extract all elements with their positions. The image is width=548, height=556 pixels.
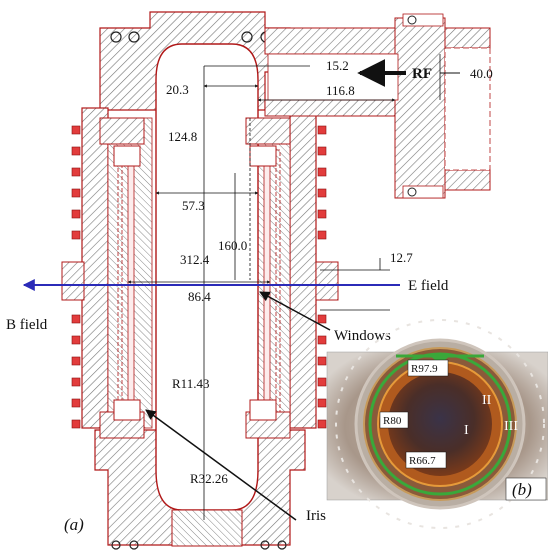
bolt	[317, 125, 327, 135]
windows-pointer	[259, 291, 331, 331]
bolt	[317, 230, 327, 240]
b-field-label: B field	[6, 317, 48, 333]
bolt-rows	[71, 125, 327, 429]
region-2-label: II	[482, 393, 492, 408]
photo-labels: R97.9 R80 R66.7 I II III (b)	[379, 359, 547, 501]
photo-r66-7: R66.7	[409, 455, 436, 467]
bolt	[317, 314, 327, 324]
dim-312-4: 312.4	[180, 252, 210, 267]
bolt	[71, 335, 81, 345]
region-1-label: I	[464, 423, 469, 438]
panel-a-label: (a)	[64, 515, 84, 534]
dim-116-8: 116.8	[326, 83, 355, 98]
bolt	[71, 125, 81, 135]
dim-12-7: 12.7	[390, 250, 413, 265]
rf-waveguide	[264, 13, 491, 199]
bolt	[71, 377, 81, 387]
bolt	[317, 335, 327, 345]
dim-124-8: 124.8	[168, 129, 197, 144]
bolt	[317, 398, 327, 408]
rf-label: RF	[412, 66, 432, 82]
dim-15-2: 15.2	[326, 58, 349, 73]
dim-57-3: 57.3	[182, 198, 205, 213]
bolt	[71, 356, 81, 366]
panel-b-label: (b)	[512, 480, 532, 499]
bolt	[317, 377, 327, 387]
bolt	[71, 419, 81, 429]
region-3-label: III	[504, 419, 518, 434]
dim-20-3: 20.3	[166, 82, 189, 97]
dim-40-0: 40.0	[470, 66, 493, 81]
photo-panel	[326, 319, 548, 529]
dim-86-4: 86.4	[188, 289, 211, 304]
bolt	[71, 146, 81, 156]
bolt	[317, 146, 327, 156]
dim-160-0: 160.0	[218, 238, 247, 253]
dim-r32-26: R32.26	[190, 471, 228, 486]
iris-label: Iris	[306, 508, 326, 524]
bolt	[71, 209, 81, 219]
bolt	[71, 188, 81, 198]
bolt	[71, 167, 81, 177]
bolt	[317, 356, 327, 366]
bolt	[317, 167, 327, 177]
dimension-lines	[127, 54, 441, 520]
e-field-label: E field	[408, 278, 449, 294]
cavity-body	[61, 11, 339, 547]
photo-r97-9: R97.9	[411, 363, 438, 375]
bolt	[71, 398, 81, 408]
iris-pointer	[145, 409, 297, 521]
bolt	[71, 314, 81, 324]
windows-label: Windows	[334, 328, 391, 344]
bolt	[317, 188, 327, 198]
bolt	[71, 230, 81, 240]
dim-r11-43: R11.43	[172, 376, 209, 391]
photo-r80: R80	[383, 415, 402, 427]
bolt	[317, 209, 327, 219]
bolt	[317, 419, 327, 429]
